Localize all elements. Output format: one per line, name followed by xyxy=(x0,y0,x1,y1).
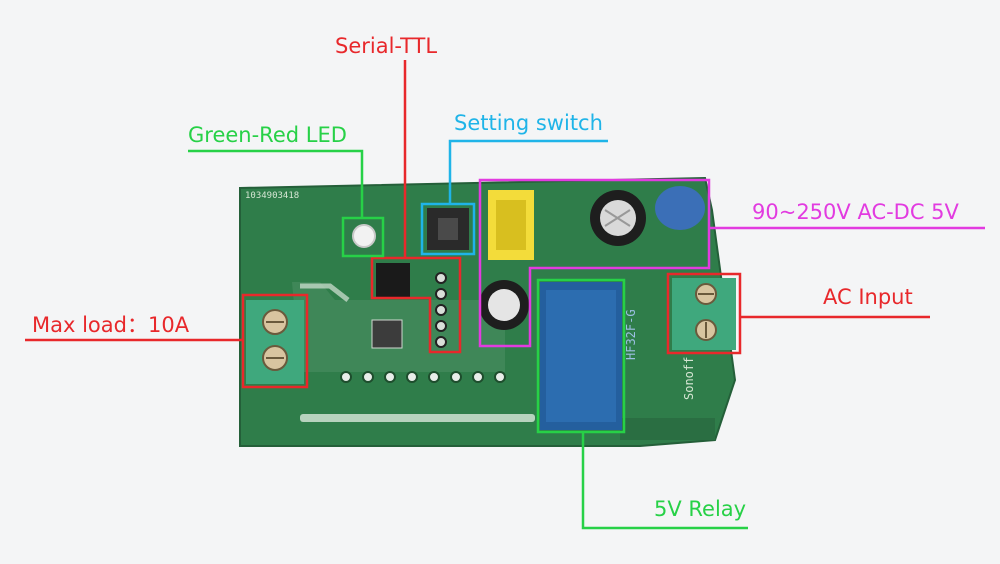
serial-ttl-label: Serial-TTL xyxy=(335,34,437,58)
led-callout xyxy=(188,149,385,258)
switch-callout xyxy=(420,139,608,256)
relay-callout xyxy=(536,278,748,530)
load-terminal xyxy=(246,300,304,384)
ac-input-label: AC Input xyxy=(823,285,913,309)
serial-ttl-callout xyxy=(370,60,462,354)
ac-input-callout xyxy=(666,272,930,355)
max-load-label: Max load：10A xyxy=(32,313,190,337)
power-supply-label: 90~250V AC-DC 5V xyxy=(752,200,960,224)
capacitor-bottom xyxy=(479,280,529,330)
relay-marking: HF32F-G xyxy=(624,309,638,360)
transformer xyxy=(488,190,534,260)
max-load-callout xyxy=(25,293,309,389)
relay-body: HF32F-G xyxy=(540,282,638,430)
led-label: Green-Red LED xyxy=(188,123,347,147)
capacitor-top xyxy=(590,190,646,246)
serial-number-silkscreen: 1034903418 xyxy=(245,191,299,201)
gpio-header-holes xyxy=(340,371,506,383)
x-capacitor xyxy=(655,186,705,230)
setting-switch-body xyxy=(427,208,469,250)
ac-input-terminal xyxy=(672,278,736,350)
power-supply-callout xyxy=(478,178,985,348)
status-led xyxy=(352,224,376,248)
setting-switch-label: Setting switch xyxy=(454,111,603,135)
wifi-chip xyxy=(371,319,403,349)
flash-chip xyxy=(376,263,410,297)
relay-label: 5V Relay xyxy=(654,497,746,521)
serial-ttl-pins xyxy=(435,272,447,348)
